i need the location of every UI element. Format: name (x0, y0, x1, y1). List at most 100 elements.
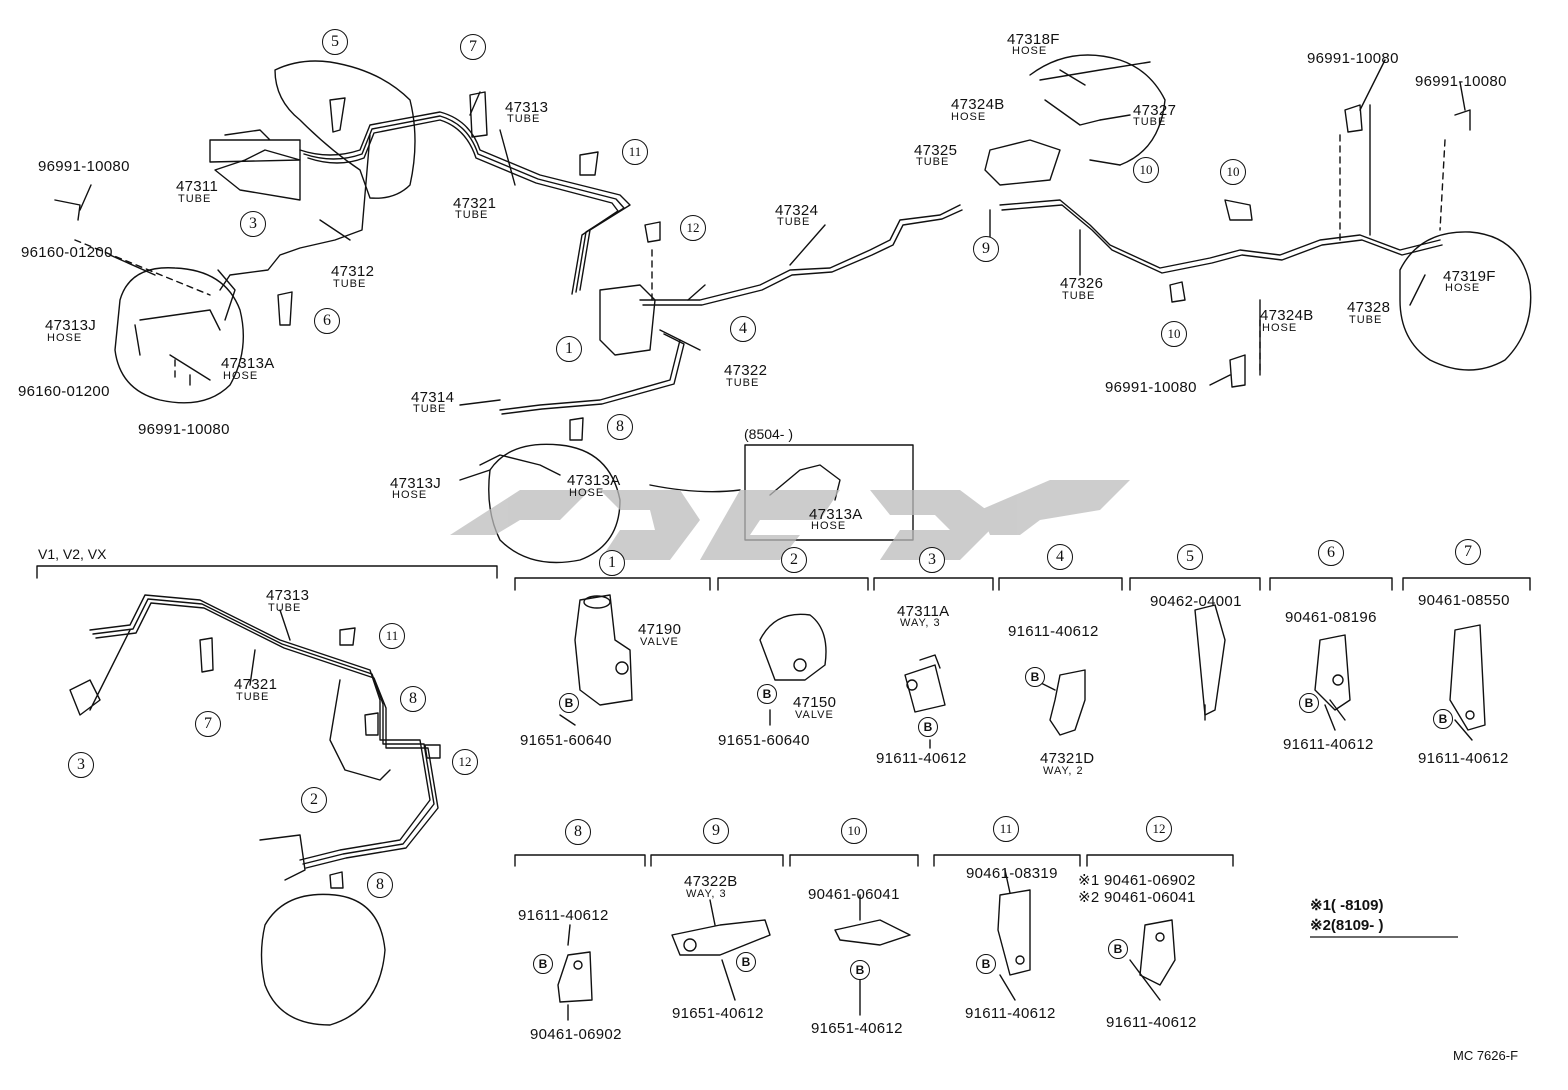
clip-90461-08319-sketch (997, 889, 1031, 976)
part-label: 91611-40612 (1418, 750, 1509, 767)
part-label: 47321 (234, 676, 278, 693)
part-label: 96991-10080 (1105, 379, 1197, 396)
proportioning-valve (599, 284, 656, 356)
part-label: 91611-40612 (1008, 623, 1099, 640)
part-label: 47328 (1347, 299, 1391, 316)
part-label: 47326 (1060, 275, 1104, 292)
clip-90461-08550-sketch (1449, 624, 1486, 731)
part-label: 96991-10080 (138, 421, 230, 438)
left-front-wheel (114, 267, 245, 404)
clip-90462-sketch (1194, 604, 1226, 716)
detail-callout-10: 10 (841, 818, 867, 844)
variant-label: V1, V2, VX (38, 546, 107, 562)
bolt-mark: B (850, 960, 870, 980)
tee-47311A-sketch (904, 654, 946, 713)
detail-callout-2: 2 (781, 547, 807, 573)
callout-8: 8 (400, 686, 426, 712)
part-label: 47311 (176, 178, 219, 195)
kind-label: WAY, 2 (1043, 765, 1084, 777)
kind-label: TUBE (178, 193, 212, 205)
tube-47313 (299, 111, 631, 291)
callout-8: 8 (367, 872, 393, 898)
callout-2: 2 (301, 787, 327, 813)
tube-47326 (999, 199, 1441, 269)
note-underline (1310, 936, 1458, 938)
kind-label: TUBE (1133, 116, 1167, 128)
part-label: 47321D (1040, 750, 1095, 767)
tube-47312 (219, 134, 371, 291)
watermark (450, 480, 1130, 560)
detail-callout-1: 1 (599, 550, 625, 576)
part-label: 47322 (724, 362, 768, 379)
kind-label: HOSE (951, 111, 987, 123)
kind-label: TUBE (455, 209, 489, 221)
part-label: 47313A (567, 472, 621, 489)
part-label: 47313J (45, 317, 97, 334)
inset-label: (8504- ) (744, 426, 794, 442)
bolt-mark: B (1108, 939, 1128, 959)
callout-11: 11 (622, 139, 648, 165)
callout-9: 9 (973, 236, 999, 262)
left-rear-wheel (488, 443, 621, 564)
clip-47321D-sketch (1049, 669, 1086, 736)
part-label: 96991-10080 (38, 158, 130, 175)
part-label: 91651-40612 (672, 1005, 764, 1022)
callout-4: 4 (730, 316, 756, 342)
kind-label: TUBE (777, 216, 811, 228)
callout-5: 5 (322, 29, 348, 55)
detail-callout-5: 5 (1177, 544, 1203, 570)
tee-47322B-sketch (671, 919, 771, 956)
part-label: 47318F (1007, 31, 1060, 48)
valve-47190-sketch (574, 594, 633, 706)
kind-label: HOSE (223, 370, 259, 382)
part-label: 47313J (390, 475, 442, 492)
part-label: 47314 (411, 389, 455, 406)
callout-10: 10 (1133, 157, 1159, 183)
bolt-mark: B (757, 684, 777, 704)
kind-label: VALVE (795, 709, 834, 721)
part-label: 47311A (897, 603, 950, 620)
callout-12: 12 (680, 215, 706, 241)
kind-label: TUBE (916, 156, 950, 168)
detail-callout-11: 11 (993, 816, 1019, 842)
part-label: 47321 (453, 195, 497, 212)
callout-11: 11 (379, 623, 405, 649)
part-label: 47313 (505, 99, 549, 116)
part-label: 91611-40612 (1106, 1014, 1197, 1031)
clip-90461-06902-sketch (557, 951, 593, 1003)
bolt-mark: B (559, 693, 579, 713)
kind-label: HOSE (811, 520, 847, 532)
clip-12-sketch (1139, 919, 1176, 986)
callout-1: 1 (556, 336, 582, 362)
callout-10: 10 (1220, 159, 1246, 185)
kind-label: TUBE (268, 602, 302, 614)
part-label: 47324B (951, 96, 1005, 113)
bolt-mark: B (1025, 667, 1045, 687)
callout-12: 12 (452, 749, 478, 775)
kind-label: HOSE (47, 332, 83, 344)
kind-label: HOSE (1445, 282, 1481, 294)
part-label: ※2 90461-06041 (1078, 889, 1196, 906)
callout-3: 3 (240, 211, 266, 237)
part-label: ※1 90461-06902 (1078, 872, 1196, 889)
master-cylinder-outline (209, 129, 301, 163)
brake-booster-outline (274, 60, 416, 199)
part-label: 96991-10080 (1415, 73, 1507, 90)
kind-label: TUBE (236, 691, 270, 703)
tube-v47313 (89, 594, 431, 861)
detail-callout-9: 9 (703, 818, 729, 844)
part-label: 91611-40612 (876, 750, 967, 767)
valve-47150-sketch (759, 613, 827, 681)
part-label: 47313 (266, 587, 310, 604)
detail-callout-12: 12 (1146, 816, 1172, 842)
part-label: 91651-40612 (811, 1020, 903, 1037)
part-label: 96991-10080 (1307, 50, 1399, 67)
bolt-mark: B (533, 954, 553, 974)
callout-3: 3 (68, 752, 94, 778)
detail-callout-7: 7 (1455, 539, 1481, 565)
kind-label: HOSE (392, 489, 428, 501)
part-label: 47327 (1133, 102, 1177, 119)
diagram-code: MC 7626-F (1453, 1048, 1519, 1063)
part-label: 91651-60640 (718, 732, 810, 749)
detail-callout-3: 3 (919, 547, 945, 573)
